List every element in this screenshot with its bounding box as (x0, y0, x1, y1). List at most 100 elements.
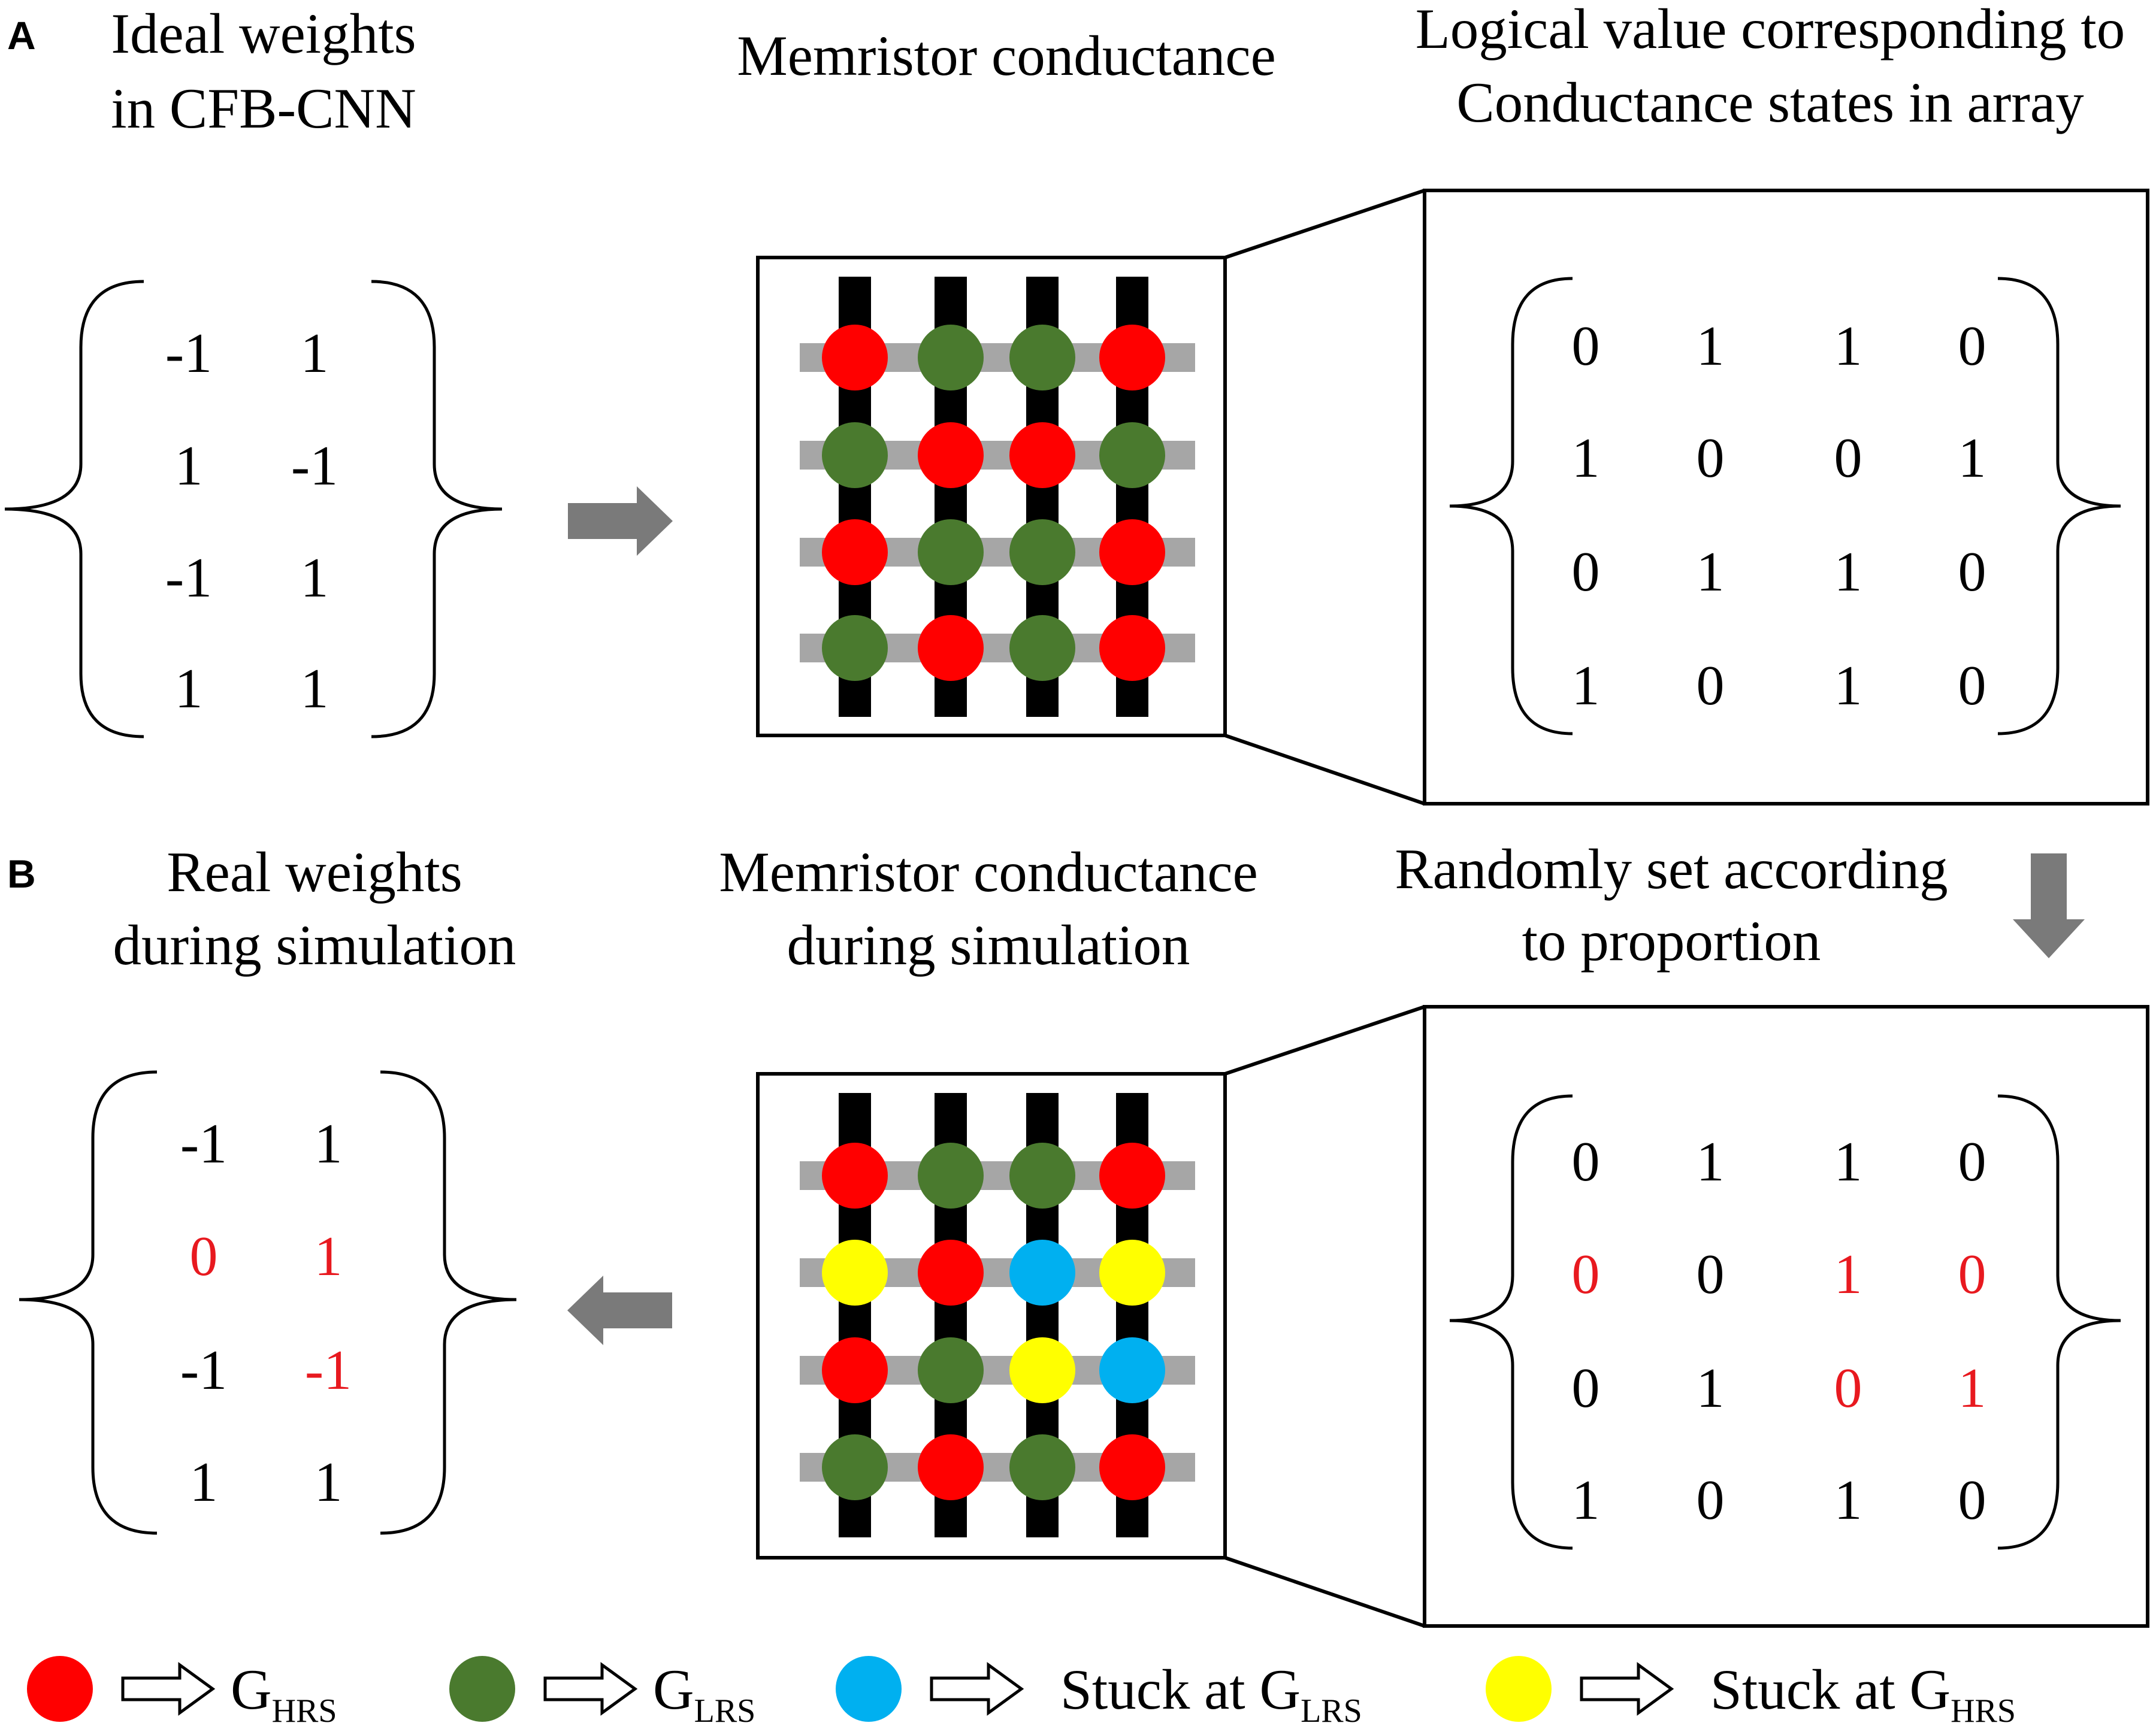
memristor-cell-stuck-lrs (1009, 1240, 1075, 1306)
logic-value-cell: 0 (1697, 427, 1725, 489)
real-weight-cell: -1 (305, 1339, 352, 1401)
memristor-cell-lrs (822, 615, 888, 681)
logic-value-frame (1423, 189, 2149, 806)
logic-value-cell: 1 (1834, 541, 1862, 603)
random-value-cell: 0 (1697, 1243, 1725, 1306)
real-weights-left-brace (19, 1070, 158, 1535)
ideal-weight-cell: -1 (165, 547, 212, 609)
ideal-weight-cell: 1 (301, 547, 329, 609)
memristor-cell-hrs (1099, 325, 1165, 390)
memristor-cell-stuck-hrs (822, 1240, 888, 1306)
logic-title-line2: Conductance states in array (1456, 71, 2084, 134)
logic-value-cell: 0 (1958, 655, 1986, 717)
random-value-cell: 1 (1697, 1131, 1725, 1193)
ideal-weights-right-brace (371, 280, 503, 738)
logic-value-cell: 1 (1834, 655, 1862, 717)
logic-value-cell: 0 (1834, 427, 1862, 489)
logic-value-cell: 1 (1697, 541, 1725, 603)
logic-title-line1: Logical value corresponding to (1416, 0, 2125, 60)
memristor-cell-hrs (822, 1143, 888, 1209)
memristor-cell-hrs (918, 422, 984, 488)
right-arrow-icon (568, 486, 673, 556)
legend-label: GLRS (653, 1658, 755, 1729)
logic-value-cell: 0 (1697, 655, 1725, 717)
random-value-cell: 1 (1834, 1243, 1862, 1306)
memristor-cell-hrs (918, 1240, 984, 1306)
crossbar-array-a (800, 277, 1195, 717)
memristor-cell-hrs (822, 325, 888, 390)
random-value-cell: 0 (1958, 1243, 1986, 1306)
memristor-cell-lrs (918, 1143, 984, 1209)
hollow-arrow-icon (121, 1662, 216, 1716)
logic-value-cell: 1 (1697, 315, 1725, 377)
memristor-cell-lrs (822, 1434, 888, 1500)
ideal-weight-cell: -1 (291, 435, 338, 497)
hollow-arrow-icon (1580, 1662, 1674, 1716)
panel-b-label: B (7, 852, 36, 896)
random-value-cell: 0 (1572, 1243, 1600, 1306)
random-title-line2: to proportion (1522, 909, 1821, 973)
down-arrow-icon (2013, 853, 2085, 958)
random-value-cell: 1 (1697, 1357, 1725, 1419)
memristor-cell-lrs (1009, 325, 1075, 390)
logic-value-cell: 1 (1958, 427, 1986, 489)
array-sim-title-line2: during simulation (787, 913, 1190, 977)
ideal-weights-title-line2: in CFB-CNN (111, 77, 416, 140)
ideal-weight-cell: -1 (165, 322, 212, 384)
real-weight-cell: 1 (315, 1225, 343, 1288)
random-right-brace (1997, 1094, 2121, 1550)
memristor-cell-stuck-hrs (1009, 1337, 1075, 1403)
memristor-cell-lrs (918, 1337, 984, 1403)
left-arrow-icon (567, 1276, 672, 1345)
memristor-cell-hrs (918, 615, 984, 681)
memristor-cell-hrs (822, 519, 888, 585)
legend-label: Stuck at GHRS (1710, 1658, 2016, 1729)
memristor-cell-hrs (1099, 1434, 1165, 1500)
random-value-cell: 0 (1572, 1131, 1600, 1193)
logic-value-cell: 0 (1958, 315, 1986, 377)
random-value-cell: 1 (1834, 1131, 1862, 1193)
legend-swatch-stuck-lrs (836, 1656, 902, 1722)
memristor-cell-lrs (1099, 422, 1165, 488)
logic-value-cell: 1 (1572, 427, 1600, 489)
crossbar-array-b (800, 1093, 1195, 1537)
legend-label: Stuck at GLRS (1060, 1658, 1362, 1729)
logic-value-cell: 1 (1834, 315, 1862, 377)
array-sim-title-line1: Memristor conductance (719, 840, 1258, 904)
memristor-cell-lrs (918, 325, 984, 390)
real-weight-cell: 1 (315, 1451, 343, 1513)
random-value-cell: 0 (1572, 1357, 1600, 1419)
ideal-weight-cell: 1 (175, 658, 203, 720)
memristor-cell-hrs (918, 1434, 984, 1500)
random-value-cell: 1 (1572, 1469, 1600, 1531)
random-value-cell: 1 (1958, 1357, 1986, 1419)
zoom-line-bottom-b (1224, 1556, 1425, 1628)
memristor-cell-hrs (1099, 1143, 1165, 1209)
logic-value-cell: 1 (1572, 655, 1600, 717)
memristor-cell-hrs (822, 1337, 888, 1403)
real-weight-cell: -1 (180, 1339, 227, 1401)
memristor-cell-lrs (822, 422, 888, 488)
real-weights-title-line2: during simulation (113, 913, 516, 977)
random-left-brace (1449, 1094, 1573, 1550)
array-title: Memristor conductance (737, 24, 1276, 87)
random-value-cell: 1 (1834, 1469, 1862, 1531)
memristor-cell-stuck-lrs (1099, 1337, 1165, 1403)
real-weight-cell: 0 (190, 1225, 218, 1288)
random-value-cell: 0 (1834, 1357, 1862, 1419)
panel-a-label: A (7, 13, 36, 57)
memristor-cell-lrs (1009, 519, 1075, 585)
random-value-cell: 0 (1697, 1469, 1725, 1531)
ideal-weight-cell: 1 (301, 322, 329, 384)
zoom-line-top-b (1224, 1005, 1425, 1076)
memristor-cell-hrs (1099, 519, 1165, 585)
random-value-cell: 0 (1958, 1131, 1986, 1193)
real-weight-cell: 1 (315, 1113, 343, 1175)
logic-right-brace (1997, 277, 2121, 735)
hollow-arrow-icon (930, 1662, 1024, 1716)
memristor-cell-lrs (1009, 1434, 1075, 1500)
logic-value-cell: 0 (1572, 541, 1600, 603)
